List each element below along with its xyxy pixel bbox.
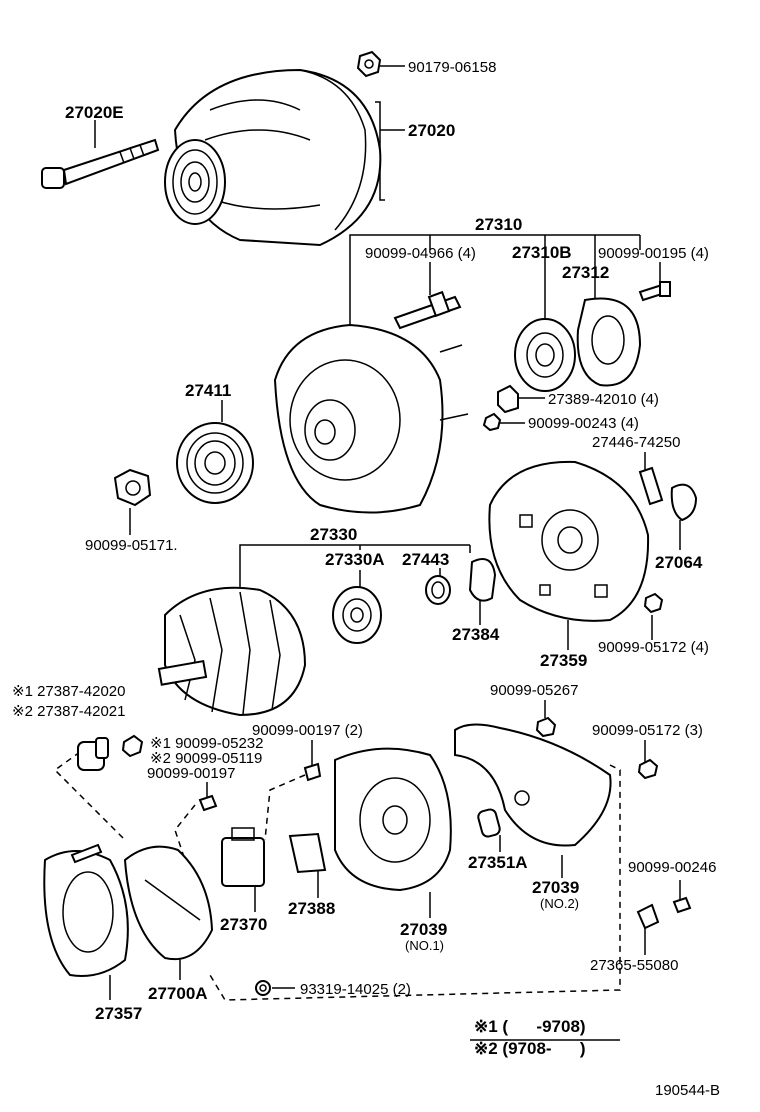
label-27039-no1-sub: (NO.1) (405, 938, 444, 953)
label-27359: 27359 (540, 651, 587, 670)
label-27411: 27411 (185, 381, 231, 400)
gasket-27384 (468, 558, 497, 602)
nut-90099-05172-4 (643, 592, 664, 614)
bush-27351a (477, 808, 501, 838)
bush-27387 (77, 737, 109, 771)
label-90179-06158: 90179-06158 (408, 59, 496, 76)
label-90099-05172-3: 90099-05172 (3) (592, 722, 703, 739)
label-90099-00246: 90099-00246 (628, 859, 716, 876)
rotor-assembly-27330 (157, 586, 307, 717)
label-90099-05267: 90099-05267 (490, 682, 578, 699)
screw-rectifier (70, 843, 103, 864)
label-27064: 27064 (655, 553, 703, 572)
label-27039-no1: 27039 (400, 920, 447, 939)
nut-90099-05172-3 (637, 758, 659, 780)
label-27357: 27357 (95, 1004, 142, 1023)
plate-27312 (576, 297, 642, 387)
end-cover-27039-no2 (454, 723, 612, 847)
label-90099-00197: 90099-00197 (147, 765, 235, 782)
label-27365-55080: 27365-55080 (590, 957, 678, 974)
nut-90099-00243 (482, 412, 502, 432)
insulator-27389-42010 (497, 384, 519, 414)
bearing-27310b (514, 318, 576, 392)
rectifier-holder-27359 (488, 460, 650, 622)
drive-end-frame-27310 (273, 323, 469, 514)
drawing-number: 190544-B (655, 1082, 720, 1099)
end-cover-27039-no1 (334, 747, 452, 892)
nut-90179-06158 (356, 50, 382, 78)
part-labels: 90179-06158 27020E 27020 27310 90099-049… (12, 59, 720, 1099)
holder-27388 (288, 832, 327, 874)
label-27351a: 27351A (468, 853, 528, 872)
nut-90099-05267 (535, 716, 557, 738)
label-27330: 27330 (310, 525, 357, 544)
screw-90099-00197-2 (303, 762, 322, 782)
label-27387-42021: ※2 27387-42021 (12, 703, 126, 720)
label-90099-04966: 90099-04966 (4) (365, 245, 476, 262)
label-90099-05171: 90099-05171. (85, 537, 178, 554)
label-90099-05172-4: 90099-05172 (4) (598, 639, 709, 656)
terminal-27446-74250 (638, 466, 664, 506)
label-27330a: 27330A (325, 550, 385, 569)
label-27020: 27020 (408, 121, 455, 140)
pulley-27411 (176, 422, 254, 504)
dashed-assembly-lines (53, 751, 621, 1001)
label-27384: 27384 (452, 625, 500, 644)
screw-90099-00197 (198, 794, 218, 812)
label-27039-no2-sub: (NO.2) (540, 896, 579, 911)
label-27443: 27443 (402, 550, 449, 569)
nut-90099-05232 (121, 734, 144, 758)
bolt-27020e (41, 138, 160, 189)
nut-90099-05171 (113, 468, 152, 507)
label-90099-00243: 90099-00243 (4) (528, 415, 639, 432)
label-90099-05119: ※2 90099-05119 (150, 750, 262, 767)
label-90099-05232: ※1 90099-05232 (150, 735, 264, 752)
clip-27064 (670, 483, 698, 522)
legend-line-2: ※2 (9708- ) (474, 1039, 586, 1058)
label-27388: 27388 (288, 899, 335, 918)
washer-93319-14025 (255, 980, 271, 996)
label-27389-42010: 27389-42010 (4) (548, 391, 659, 408)
label-27310b: 27310B (512, 243, 572, 262)
label-27387-42020: ※1 27387-42020 (12, 683, 126, 700)
label-27039-no2: 27039 (532, 878, 579, 897)
label-90099-00197-2: 90099-00197 (2) (252, 722, 363, 739)
regulator-27370 (221, 827, 265, 887)
label-27446-74250: 27446-74250 (592, 434, 680, 451)
label-27370: 27370 (220, 915, 267, 934)
regulator-holder-27700a (123, 845, 214, 961)
leader-lines (94, 65, 681, 1041)
bearing-27330a (332, 586, 382, 644)
legend-line-1: ※1 ( -9708) (474, 1017, 586, 1036)
label-90099-00195: 90099-00195 (4) (598, 245, 709, 262)
stud-bolt-90099-04966 (393, 290, 462, 330)
label-27020e: 27020E (65, 103, 124, 122)
label-27312: 27312 (562, 263, 609, 282)
screw-90099-00195 (638, 281, 671, 302)
label-93319-14025: 93319-14025 (2) (300, 981, 411, 998)
label-27700a: 27700A (148, 984, 208, 1003)
label-27310: 27310 (475, 215, 522, 234)
terminal-27365-55080 (636, 903, 660, 930)
ring-27443 (425, 575, 451, 605)
alternator-assembly-27020 (164, 68, 382, 247)
screw-90099-00246 (672, 896, 692, 914)
rectifier-27357 (43, 850, 129, 977)
